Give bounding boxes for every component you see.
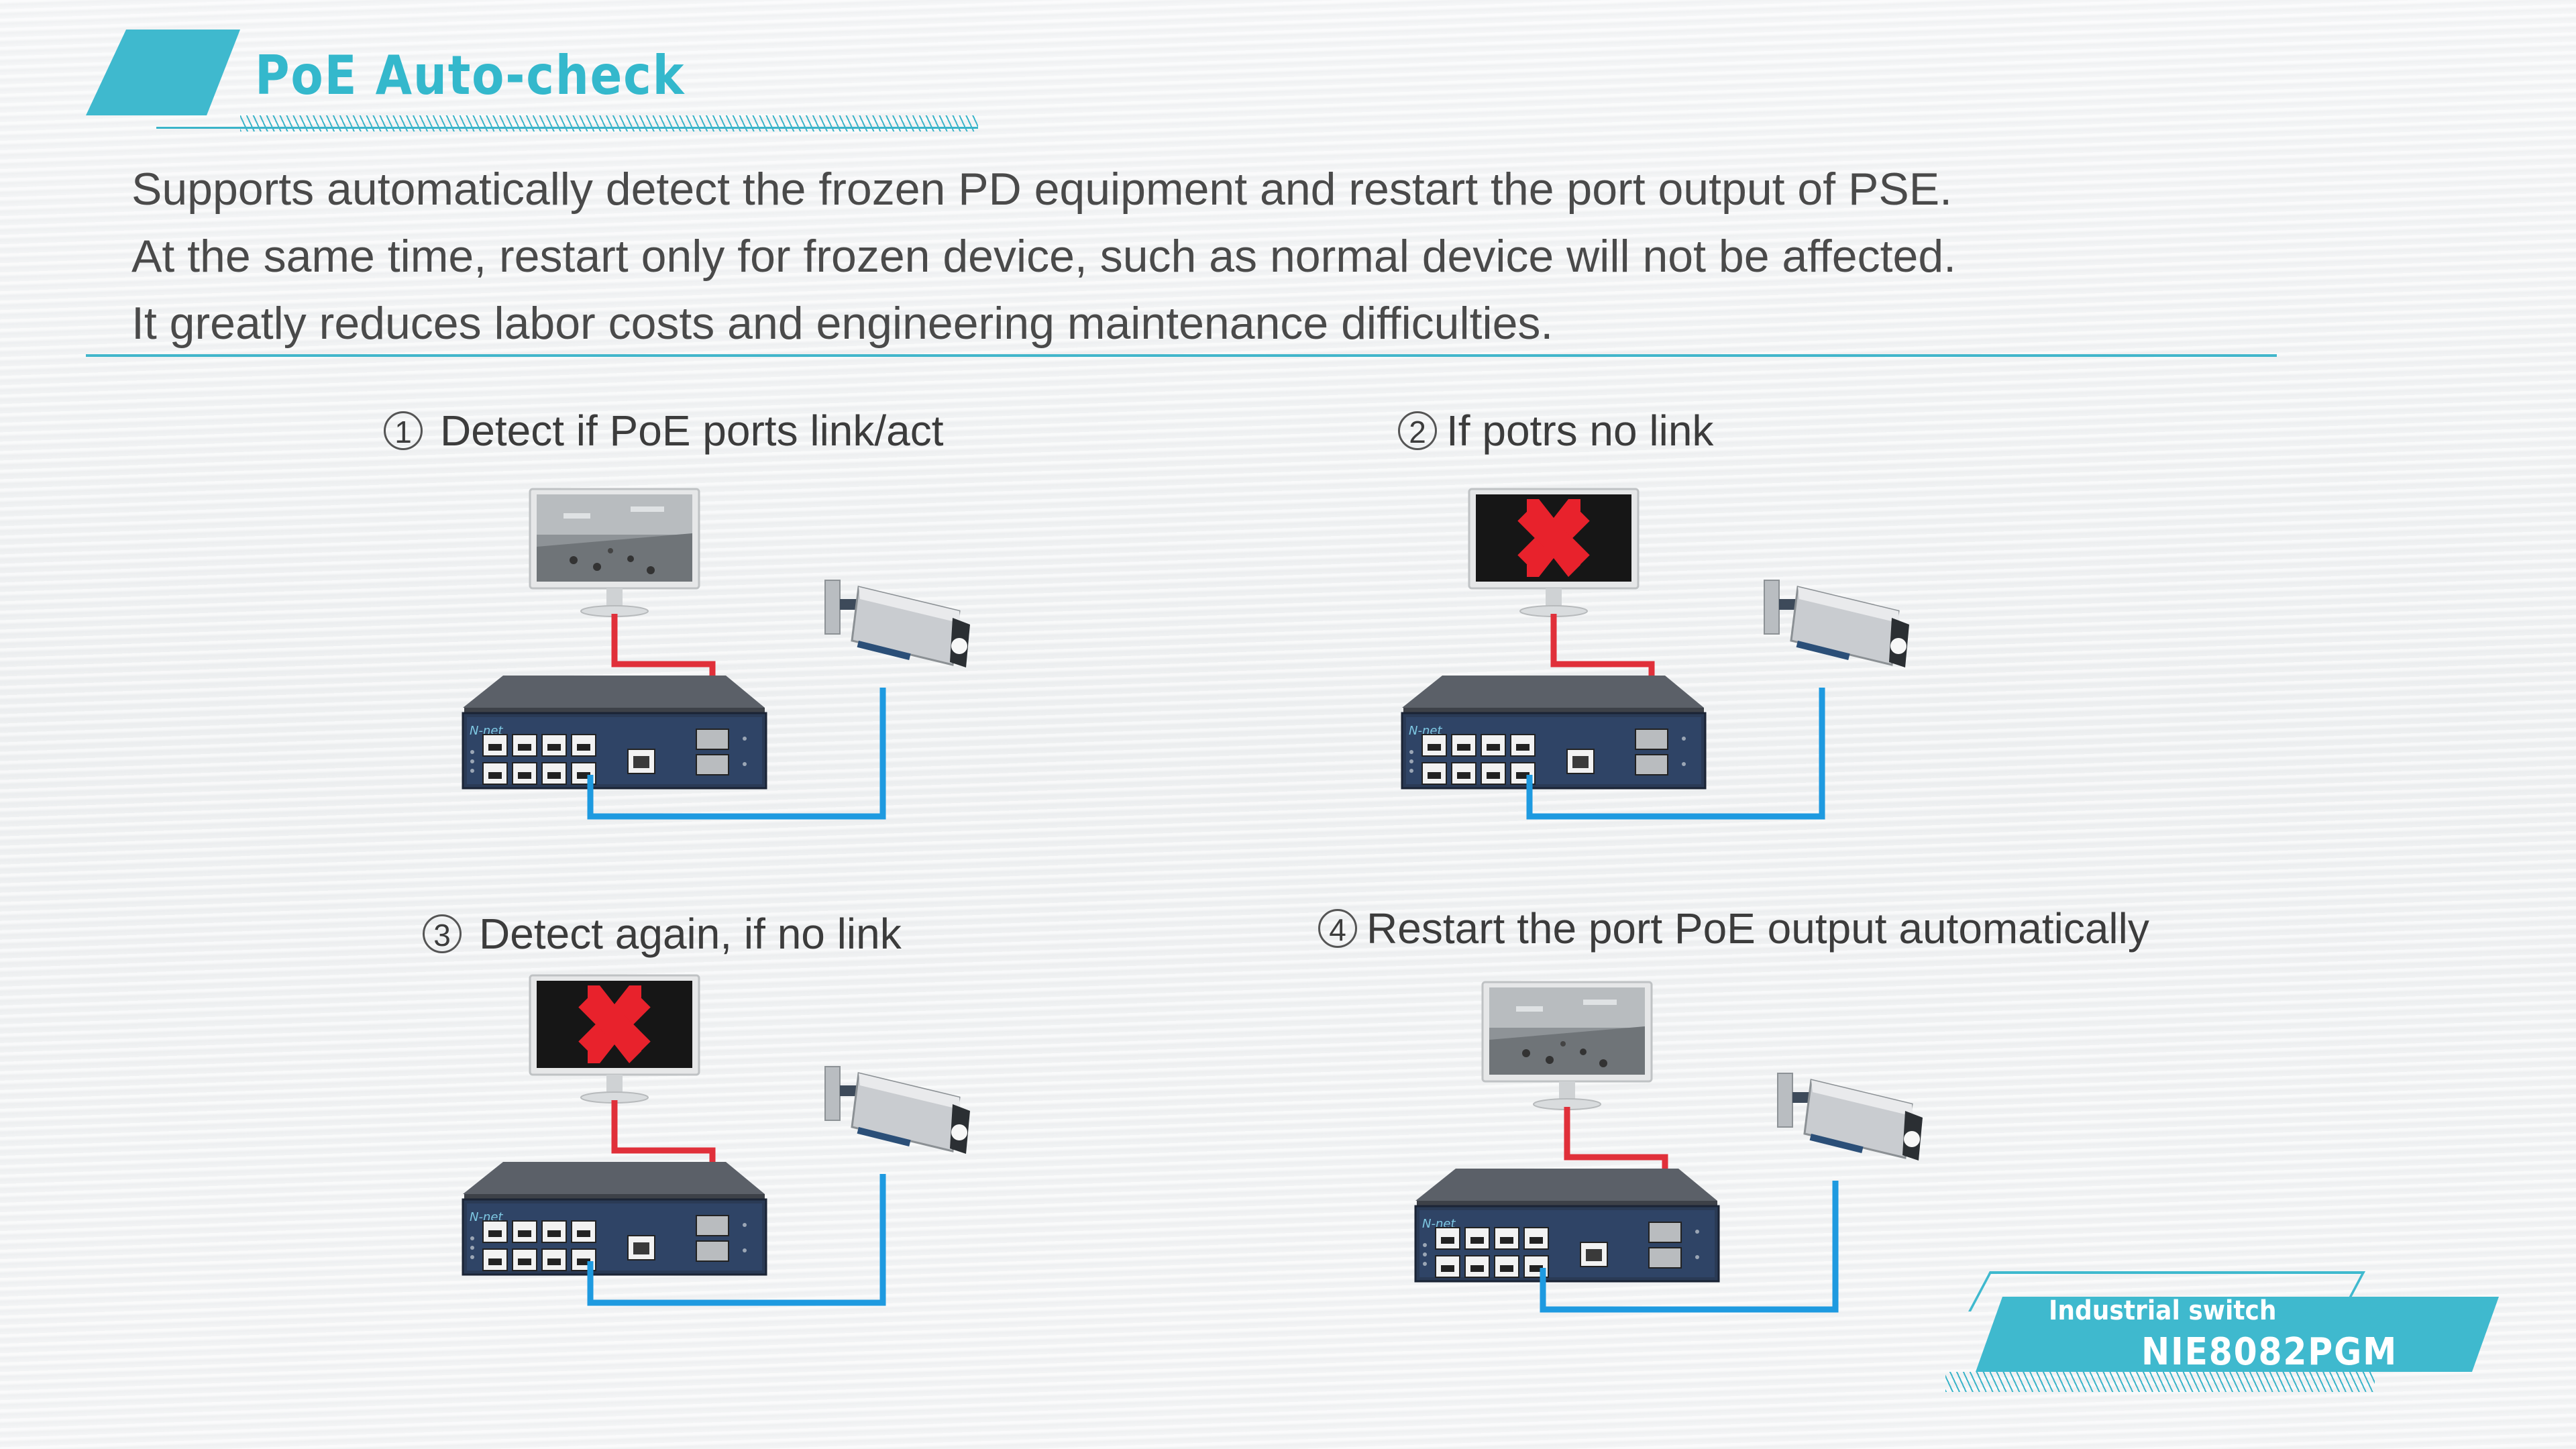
monitor-error-screen — [1476, 494, 1631, 582]
step-1-label: 1 Detect if PoE ports link/act — [384, 406, 944, 455]
monitor-icon — [529, 488, 700, 617]
step-2-diagram: N-net — [1368, 486, 1932, 862]
description-separator — [86, 354, 2277, 357]
blue-link-cable — [1526, 688, 1825, 820]
poe-switch-icon: N-net — [462, 1162, 767, 1276]
description-line: Supports automatically detect the frozen… — [131, 164, 1952, 215]
description-line: At the same time, restart only for froze… — [131, 231, 1957, 282]
monitor-video-feed — [537, 494, 692, 582]
step-1-text: Detect if PoE ports link/act — [440, 407, 944, 455]
step-3-number: 3 — [423, 914, 462, 953]
badge-hatch-decoration — [1945, 1372, 2375, 1392]
monitor-video-feed — [1489, 987, 1645, 1075]
step-1-diagram: N-net — [429, 486, 993, 862]
product-badge: Industrial switch NIE8082PGM — [1939, 1271, 2509, 1392]
step-1-number: 1 — [384, 411, 423, 450]
blue-link-cable — [1540, 1181, 1839, 1313]
page-title: PoE Auto-check — [255, 44, 686, 107]
step-4-number: 4 — [1318, 909, 1357, 948]
badge-model: NIE8082PGM — [2141, 1330, 2398, 1374]
step-4-diagram: N-net — [1382, 979, 1945, 1355]
camera-icon — [1777, 1073, 1923, 1161]
step-4-text: Restart the port PoE output automaticall… — [1366, 904, 2149, 953]
description: Supports automatically detect the frozen… — [131, 156, 2278, 357]
camera-icon — [1764, 580, 1909, 667]
camera-icon — [824, 580, 970, 667]
step-3-text: Detect again, if no link — [479, 910, 902, 958]
monitor-icon — [529, 974, 700, 1104]
blue-link-cable — [587, 1174, 886, 1306]
poe-switch-icon: N-net — [462, 676, 767, 790]
network-diagram-svg: N-net — [1401, 488, 1909, 820]
step-2-number: 2 — [1398, 411, 1437, 450]
network-diagram-svg: N-net — [1414, 981, 1923, 1313]
poe-switch-icon: N-net — [1414, 1169, 1720, 1283]
camera-icon — [824, 1066, 970, 1154]
title-banner: PoE Auto-check — [86, 30, 978, 131]
poe-switch-icon: N-net — [1401, 676, 1707, 790]
step-3-label: 3 Detect again, if no link — [423, 909, 902, 959]
step-2-text: If potrs no link — [1446, 407, 1714, 455]
badge-subtitle: Industrial switch — [2049, 1295, 2277, 1326]
monitor-icon — [1468, 488, 1640, 617]
monitor-error-screen — [537, 981, 692, 1068]
step-3-diagram: N-net — [429, 973, 993, 1348]
monitor-icon — [1481, 981, 1653, 1110]
network-diagram-svg: N-net — [462, 488, 970, 820]
title-hatch-decoration — [240, 115, 978, 131]
blue-link-cable — [587, 688, 886, 820]
network-diagram-svg: N-net — [462, 974, 970, 1306]
title-underline — [156, 127, 978, 129]
badge-fill — [1976, 1297, 2499, 1372]
description-line: It greatly reduces labor costs and engin… — [131, 298, 1554, 349]
